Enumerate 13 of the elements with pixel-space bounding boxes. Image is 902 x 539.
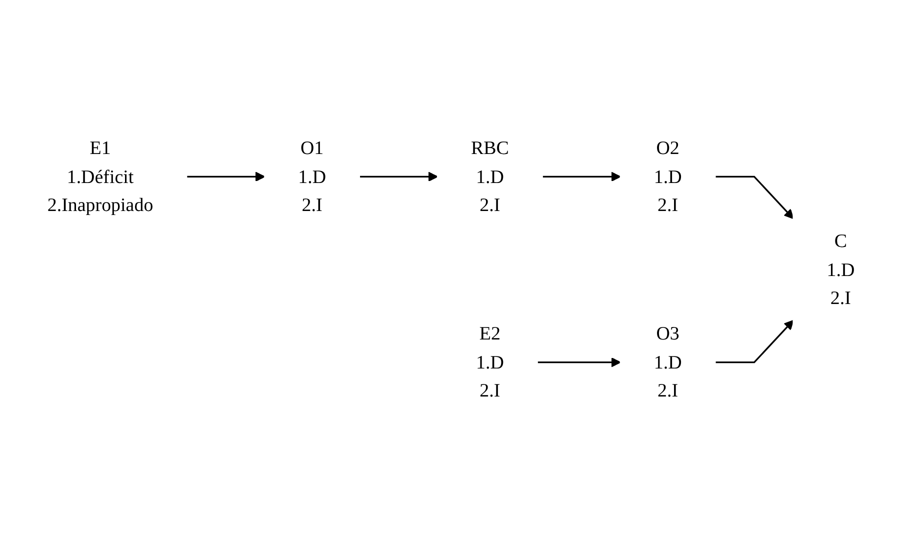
node-text: O3 1.D 2.I bbox=[654, 323, 682, 402]
arrow bbox=[715, 176, 794, 220]
node-text: C 1.D 2.I bbox=[826, 230, 855, 308]
node-text: E2 1.D 2.I bbox=[476, 323, 504, 402]
arrow bbox=[186, 172, 266, 182]
arrow bbox=[537, 357, 621, 368]
node-text: O1 1.D 2.I bbox=[298, 137, 326, 216]
node-text: O2 1.D 2.I bbox=[654, 137, 682, 216]
arrow bbox=[715, 320, 794, 364]
arrow bbox=[359, 172, 438, 182]
node-text: RBC 1.D 2.I bbox=[470, 137, 509, 216]
node-text: E1 1.Déficit 2.Inapropiado bbox=[47, 137, 154, 216]
arrow bbox=[542, 172, 621, 182]
